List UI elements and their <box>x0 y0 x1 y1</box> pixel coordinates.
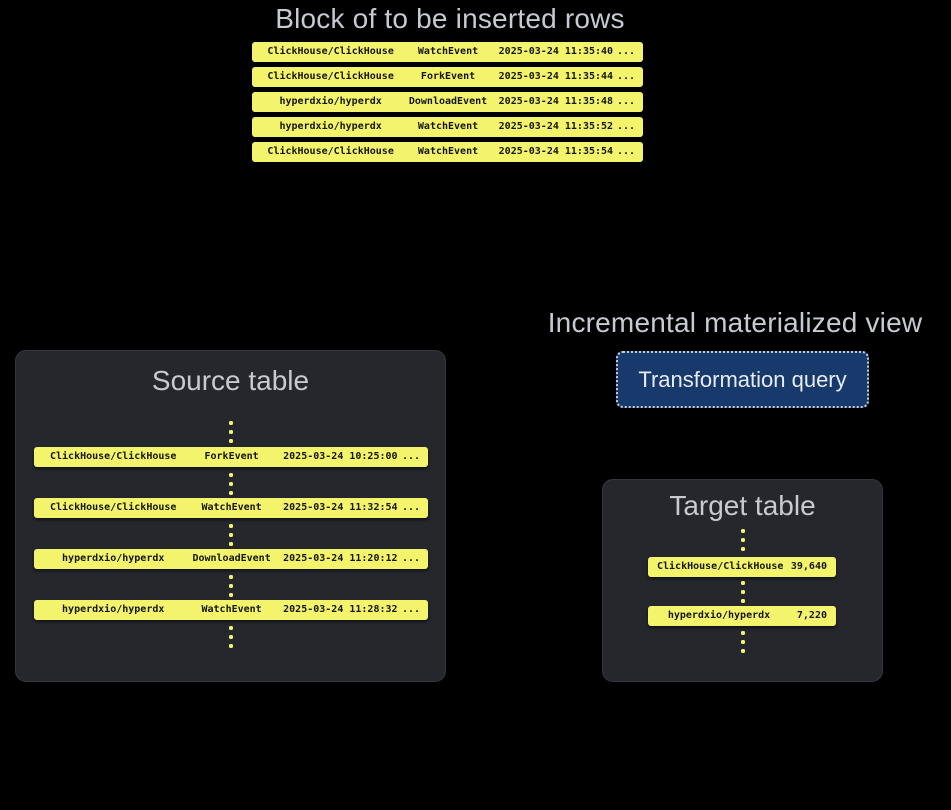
repo-cell: hyperdxio/hyperdx <box>667 610 771 621</box>
event-cell: WatchEvent <box>201 604 262 615</box>
inserted-row: hyperdxio/hyperdx DownloadEvent 2025-03-… <box>252 92 643 112</box>
vertical-ellipsis-icon <box>738 529 748 551</box>
repo-cell: ClickHouse/ClickHouse <box>657 561 784 572</box>
repo-cell: ClickHouse/ClickHouse <box>267 71 394 82</box>
vertical-ellipsis-icon <box>738 631 748 653</box>
materialized-view-title: Incremental materialized view <box>547 307 923 338</box>
event-cell: WatchEvent <box>417 46 479 57</box>
inserted-row: hyperdxio/hyperdx WatchEvent 2025-03-24 … <box>252 117 643 137</box>
inserted-row: ClickHouse/ClickHouse WatchEvent 2025-03… <box>252 142 643 162</box>
timestamp-cell: 2025-03-24 11:35:48 <box>498 96 614 107</box>
timestamp-cell: 2025-03-24 11:35:40 <box>498 46 614 57</box>
more-cell: ... <box>616 71 635 82</box>
vertical-ellipsis-icon <box>226 524 236 546</box>
repo-cell: ClickHouse/ClickHouse <box>50 451 177 462</box>
transformation-query-button[interactable]: Transformation query <box>616 351 869 408</box>
event-cell: ForkEvent <box>204 451 259 462</box>
more-cell: ... <box>401 553 420 564</box>
repo-cell: ClickHouse/ClickHouse <box>267 46 394 57</box>
target-row: hyperdxio/hyperdx 7,220 <box>648 606 836 626</box>
insert-block-title: Block of to be inserted rows <box>275 3 625 34</box>
timestamp-cell: 2025-03-24 11:32:54 <box>283 502 398 513</box>
target-table-panel: Target table ClickHouse/ClickHouse 39,64… <box>602 479 883 682</box>
inserted-row: ClickHouse/ClickHouse ForkEvent 2025-03-… <box>252 67 643 87</box>
count-cell: 7,220 <box>796 610 827 621</box>
repo-cell: ClickHouse/ClickHouse <box>50 502 177 513</box>
timestamp-cell: 2025-03-24 11:35:44 <box>498 71 614 82</box>
vertical-ellipsis-icon <box>226 473 236 495</box>
vertical-ellipsis-icon <box>738 581 748 603</box>
timestamp-cell: 2025-03-24 11:35:52 <box>498 121 614 132</box>
source-row: ClickHouse/ClickHouse WatchEvent 2025-03… <box>34 498 428 518</box>
timestamp-cell: 2025-03-24 11:20:12 <box>283 553 398 564</box>
more-cell: ... <box>616 146 635 157</box>
event-cell: WatchEvent <box>201 502 262 513</box>
timestamp-cell: 2025-03-24 11:28:32 <box>283 604 398 615</box>
vertical-ellipsis-icon <box>226 575 236 597</box>
timestamp-cell: 2025-03-24 11:35:54 <box>498 146 614 157</box>
source-row: hyperdxio/hyperdx WatchEvent 2025-03-24 … <box>34 600 428 620</box>
repo-cell: hyperdxio/hyperdx <box>279 121 382 132</box>
source-table-panel: Source table ClickHouse/ClickHouse ForkE… <box>15 350 446 682</box>
more-cell: ... <box>401 604 420 615</box>
event-cell: DownloadEvent <box>192 553 271 564</box>
event-cell: WatchEvent <box>417 121 479 132</box>
event-cell: DownloadEvent <box>408 96 488 107</box>
more-cell: ... <box>616 96 635 107</box>
repo-cell: hyperdxio/hyperdx <box>62 604 165 615</box>
source-row: ClickHouse/ClickHouse ForkEvent 2025-03-… <box>34 447 428 467</box>
timestamp-cell: 2025-03-24 10:25:00 <box>283 451 398 462</box>
repo-cell: ClickHouse/ClickHouse <box>267 146 394 157</box>
repo-cell: hyperdxio/hyperdx <box>62 553 165 564</box>
target-row: ClickHouse/ClickHouse 39,640 <box>648 557 836 577</box>
source-table-title: Source table <box>151 365 310 396</box>
vertical-ellipsis-icon <box>226 421 236 443</box>
inserted-row: ClickHouse/ClickHouse WatchEvent 2025-03… <box>252 42 643 62</box>
count-cell: 39,640 <box>790 561 827 572</box>
more-cell: ... <box>616 46 635 57</box>
repo-cell: hyperdxio/hyperdx <box>279 96 382 107</box>
more-cell: ... <box>616 121 635 132</box>
event-cell: ForkEvent <box>420 71 476 82</box>
more-cell: ... <box>401 502 420 513</box>
event-cell: WatchEvent <box>417 146 479 157</box>
vertical-ellipsis-icon <box>226 626 236 648</box>
source-row: hyperdxio/hyperdx DownloadEvent 2025-03-… <box>34 549 428 569</box>
more-cell: ... <box>401 451 420 462</box>
insert-block-rows: ClickHouse/ClickHouse WatchEvent 2025-03… <box>252 42 643 167</box>
target-table-title: Target table <box>669 490 816 521</box>
